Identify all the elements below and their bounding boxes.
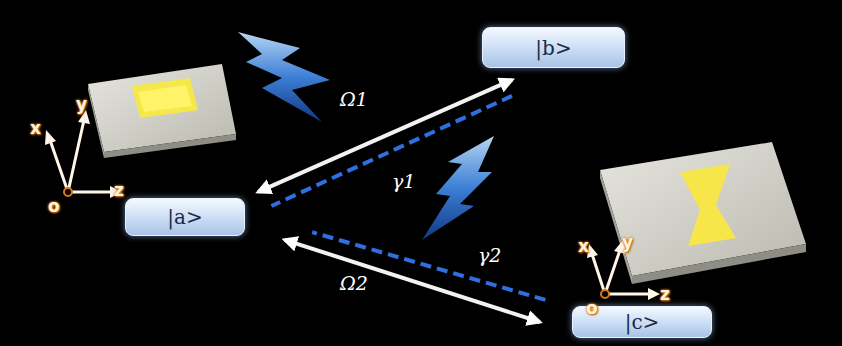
- lightning-bolt: [238, 32, 330, 122]
- axis-label: x: [578, 236, 589, 256]
- axis-label: o: [48, 196, 60, 216]
- edge-label: Ω1: [340, 88, 368, 110]
- state-box: |a>: [125, 198, 245, 236]
- axis-label: x: [30, 118, 41, 138]
- right-axes: [592, 250, 650, 298]
- state-box: |b>: [482, 27, 625, 68]
- edge-label: γ1: [392, 170, 415, 192]
- state-label: |b>: [535, 36, 571, 60]
- coupling-arrow: [285, 240, 540, 322]
- axis-label: o: [586, 298, 598, 318]
- decay-line: [312, 232, 545, 300]
- axis-label: z: [114, 180, 124, 200]
- edge-label: γ2: [478, 244, 501, 266]
- left-axes: [50, 120, 112, 196]
- left-axis-heads: [45, 110, 122, 198]
- edge-label: Ω2: [340, 272, 368, 294]
- decay-line: [271, 96, 512, 206]
- coupling-arrow: [258, 80, 512, 192]
- right-chip: [600, 142, 806, 284]
- state-label: |a>: [167, 205, 202, 229]
- axis-label: y: [622, 232, 633, 252]
- left-chip: [88, 64, 236, 158]
- state-label: |c>: [625, 310, 660, 334]
- axis-label: z: [660, 284, 670, 304]
- lightning-bolt: [422, 136, 494, 240]
- axis-label: y: [76, 94, 87, 114]
